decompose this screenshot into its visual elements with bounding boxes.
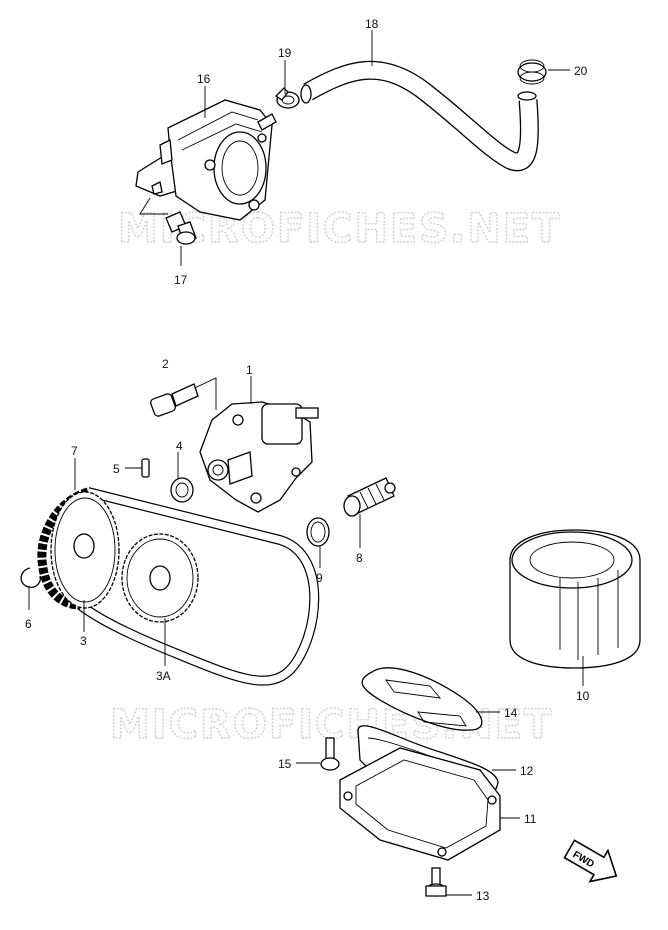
o-ring-part-9 — [306, 517, 330, 547]
callout-20: 20 — [574, 64, 588, 78]
callout-9: 9 — [316, 571, 323, 585]
oil-pump-part-1 — [199, 401, 319, 513]
hose-clamp-part-19 — [274, 87, 300, 109]
callout-12: 12 — [520, 764, 534, 778]
callout-1: 1 — [246, 363, 253, 377]
callout-13: 13 — [476, 889, 490, 903]
relief-valve-part-8 — [343, 477, 396, 517]
callout-14: 14 — [504, 706, 518, 720]
dowel-pin-part-5 — [141, 458, 150, 478]
leader-2-bracket — [185, 377, 217, 410]
callout-5: 5 — [113, 462, 120, 476]
callout-7: 7 — [71, 444, 78, 458]
sprocket-part-3a — [121, 533, 199, 623]
bolt-part-15 — [320, 737, 340, 771]
o-ring-part-4 — [170, 477, 194, 503]
fuel-hose-part-18 — [300, 60, 539, 172]
callout-3: 3 — [80, 634, 87, 648]
callout-3a: 3A — [156, 669, 171, 683]
callout-18: 18 — [365, 17, 379, 31]
bolt-part-13 — [425, 867, 447, 897]
callout-15: 15 — [278, 757, 292, 771]
callout-17: 17 — [174, 273, 188, 287]
oil-filter-part-10 — [509, 529, 641, 669]
callout-10: 10 — [576, 689, 590, 703]
sprocket-part-3 — [50, 491, 120, 609]
hose-clamp-part-20 — [517, 59, 547, 85]
callout-2: 2 — [162, 357, 169, 371]
oil-pan-part-11 — [339, 747, 501, 861]
leader-16-bracket — [139, 197, 168, 215]
leader-lines — [28, 30, 584, 896]
bolt-part-17 — [165, 211, 197, 245]
callout-16: 16 — [197, 72, 211, 86]
callout-4: 4 — [176, 439, 183, 453]
callout-11: 11 — [524, 812, 537, 826]
fwd-arrow-icon: FWD — [563, 839, 618, 883]
callout-labels: 16 17 18 19 20 1 2 4 5 7 6 3 3A 8 9 10 1… — [25, 17, 590, 903]
fuel-pump-part-16 — [135, 99, 277, 221]
callout-6: 6 — [25, 617, 32, 631]
bolt-part-2 — [150, 383, 199, 417]
oil-strainer-part-14 — [361, 667, 483, 731]
circlip-part-6 — [20, 567, 41, 588]
callout-8: 8 — [356, 551, 363, 565]
callout-19: 19 — [278, 46, 292, 60]
